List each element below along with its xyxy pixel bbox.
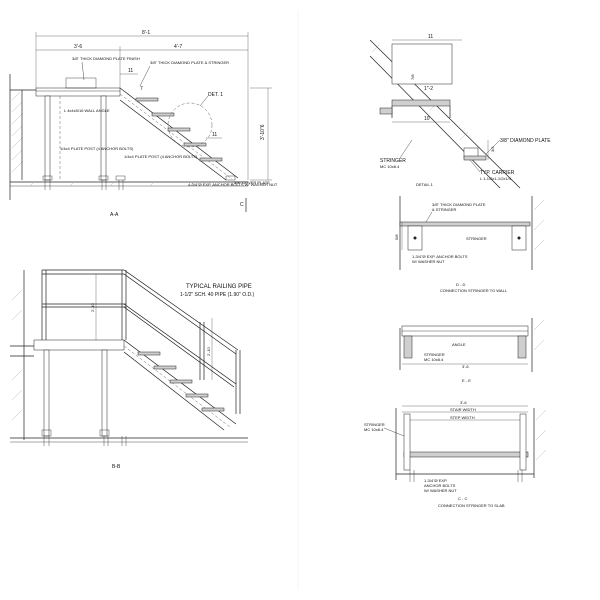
aa-label-angle: L 4x4x5/16 WALL ANGLE: [64, 108, 110, 113]
view-ee: ANGLE STRINGER MC 10x8.4 3'-6 E - E: [399, 318, 545, 383]
view-cc: 3'-6 STAIR WIDTH STEP WIDTH STRINGER MC …: [364, 400, 547, 508]
aa-anchor-bolts: [42, 175, 236, 190]
d1-diamond-label: 3/8" DIAMOND PLATE: [500, 138, 551, 144]
dd-dim: 5/8: [394, 234, 399, 240]
aa-label-post-mid: 1/4x4 PLATE POST (4 ANCHOR BOLTS): [124, 154, 198, 159]
d1-caption: DETAIL 1: [416, 182, 434, 187]
d1-carrier-sub: L 1-1/2x1-1/2x1/4: [480, 176, 512, 181]
d1-tread-plate: [391, 99, 451, 107]
cc-label-stringer: STRINGER: [364, 422, 385, 427]
bb-platform: [33, 339, 125, 351]
aa-dim-tread: 11: [128, 68, 133, 74]
d1-dim-rise: 7/8: [410, 74, 415, 80]
aa-left-wall: [9, 74, 36, 200]
aa-detail-circle: [167, 102, 213, 148]
aa-platform: [35, 87, 121, 97]
aa-caption: A-A: [110, 212, 119, 218]
dd-plate: [399, 221, 531, 227]
bb-left-wall: [10, 270, 34, 440]
dd-label-bolts: 1-3/4"Ø EXP. ANCHOR BOLTS: [412, 254, 468, 259]
d1-stringer-sub: MC 10x8.4: [380, 164, 400, 169]
d1-dim-ten: 10: [424, 116, 430, 122]
dd-label-stringer: STRINGER: [466, 236, 487, 241]
ee-dim-bottom: 3'-6: [462, 364, 469, 369]
aa-stringer: [119, 87, 239, 181]
ee-caption: E - E: [462, 378, 471, 383]
cc-dim-width: 3'-6: [460, 400, 467, 405]
cc-step-width: STEP WIDTH: [450, 415, 475, 420]
aa-det1-label: DET. 1: [208, 92, 223, 98]
d1-dim-tread: 11: [428, 34, 433, 40]
d1-small-dim: 3/4: [490, 146, 495, 152]
bb-treads: [137, 351, 225, 412]
aa-label-post-left: 1/4x4 PLATE POST (4 ANCHOR BOLTS): [60, 146, 134, 151]
ee-label-stringer-sub: MC 10x8.4: [424, 357, 444, 362]
bb-railing-title: TYPICAL RAILING PIPE: [186, 284, 252, 290]
dd-caption: D - D: [456, 282, 465, 287]
d1-dim-nose: 1"-2: [424, 86, 433, 92]
bb-railing-sub: 1-1/2" SCH. 40 PIPE (1.90" O.D.): [180, 292, 254, 298]
cc-plate: [403, 451, 529, 458]
bb-height-left: 2'-10: [90, 302, 95, 312]
aa-label-plate: 3/8" THICK DIAMOND PLATE & STRINGER: [150, 60, 229, 65]
ee-label-stringer: STRINGER: [424, 352, 445, 357]
view-bb: 2'-10 2'-10 TYPICAL RAILING PIPE 1-1/2" …: [10, 269, 254, 470]
bb-posts: [41, 349, 127, 446]
aa-dim-left: 3'-6: [74, 44, 82, 50]
cc-label-bolts: 1-3/4"Ø EXP.: [424, 478, 447, 483]
cc-stair-width: STAIR WIDTH: [450, 407, 476, 412]
cc-label-bolts3: W/ WASHER NUT: [424, 488, 457, 493]
aa-dim-riser2: 11: [212, 132, 217, 138]
aa-label-plate2: 3/8" THICK DIAMOND PLATE FINISH: [72, 56, 140, 61]
aa-dim-height: 3'-10"6: [260, 124, 266, 140]
aa-mark-c: C: [240, 202, 244, 208]
view-aa: DET. 1 8'-1 3'-6 4'-7 11 7 3'-10"6 11 3/…: [9, 30, 278, 218]
aa-dim-riser: 7: [140, 86, 143, 92]
view-dd: 5/8 3/8" THICK DIAMOND PLATE & STRINGER …: [394, 196, 545, 293]
aa-treads: [135, 97, 223, 162]
dd-label-bolts2: W/ WASHER NUT: [412, 259, 445, 264]
bb-height-right: 2'-10: [206, 346, 211, 356]
view-detail1: 11 1"-2 10 7/8 3/4 3/8" DIAMOND PLATE ST…: [369, 34, 551, 189]
aa-slab-hatch: [29, 181, 235, 187]
d1-stringer-label: STRINGER: [380, 158, 406, 164]
aa-label-cover: 3/8" COVER PLATE: [234, 180, 270, 185]
cc-label-bolts2: ANCHOR BOLTS: [424, 483, 456, 488]
bb-railing: [41, 269, 241, 414]
ee-label-angle: ANGLE: [452, 342, 466, 347]
cc-caption: C - C: [458, 496, 467, 501]
aa-dimensions: [35, 32, 272, 181]
d1-carrier-label: TYP. CARRIER: [480, 170, 515, 176]
dd-label-plate: 3/8" THICK DIAMOND PLATE: [432, 202, 486, 207]
cc-label-stringer-sub: MC 10x8.4: [364, 427, 384, 432]
aa-label-anchor: 4-3/4"Ø EXP. ANCHOR BOLTS W/ WASHER NUT: [188, 182, 278, 187]
dd-label-plate2: & STRINGER: [432, 207, 457, 212]
bb-caption: B-B: [112, 464, 121, 470]
cc-subcaption: CONNECTION STRINGER TO SLAB: [438, 503, 505, 508]
aa-dim-overall: 8'-1: [142, 30, 150, 36]
d1-tread-box: [391, 43, 453, 85]
dd-subcaption: CONNECTION STRINGER TO WALL: [440, 288, 508, 293]
aa-dim-right: 4'-7: [174, 44, 182, 50]
